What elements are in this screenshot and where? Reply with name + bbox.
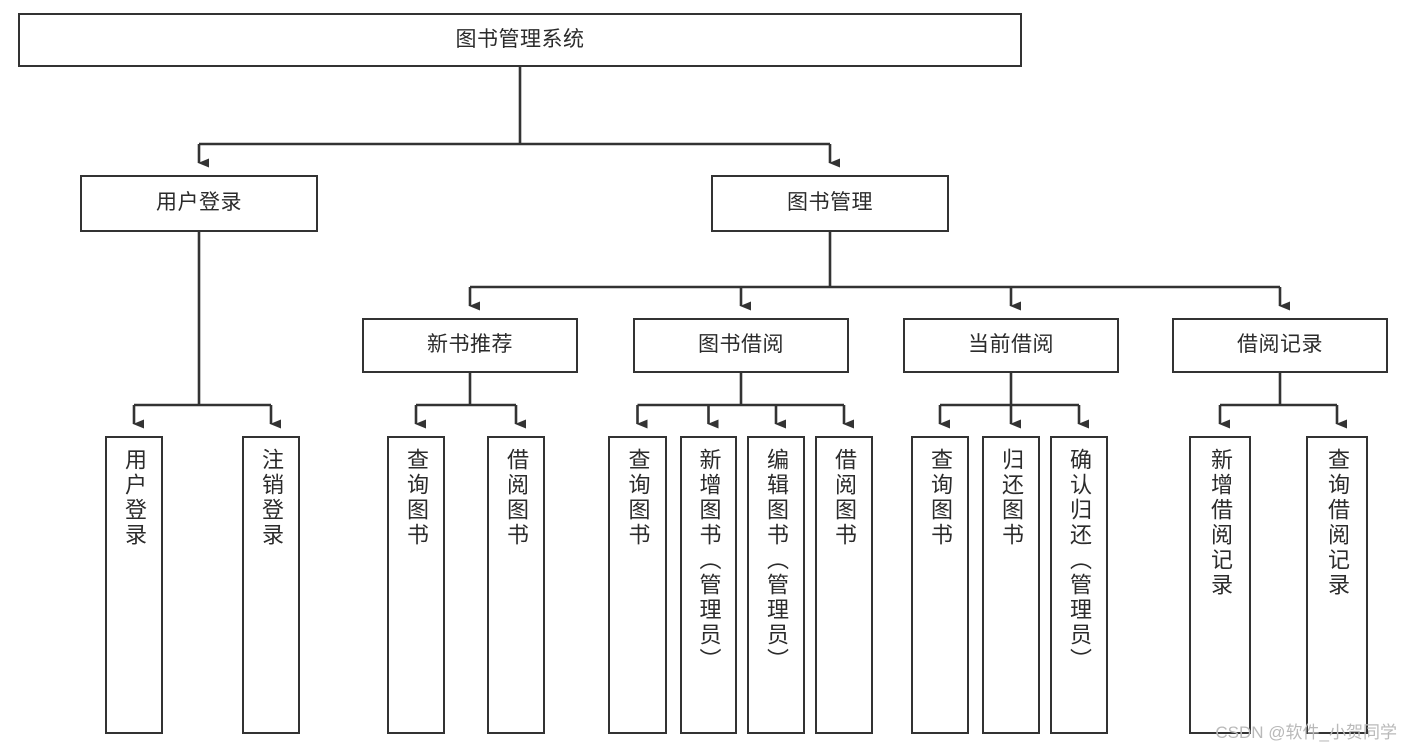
node-borrow[interactable]: 图书借阅: [633, 318, 849, 373]
node-label: 查询图书: [404, 448, 429, 548]
node-leaf11[interactable]: 确认归还（管理员）: [1050, 436, 1108, 734]
node-label: 图书管理: [787, 191, 873, 215]
node-leaf7[interactable]: 编辑图书（管理员）: [747, 436, 805, 734]
node-leaf1[interactable]: 用户登录: [105, 436, 163, 734]
node-label: 图书借阅: [698, 333, 784, 357]
node-label: 用户登录: [156, 191, 242, 215]
node-label: 图书管理系统: [455, 27, 585, 51]
node-newbook[interactable]: 新书推荐: [362, 318, 578, 373]
node-label: 借阅图书: [832, 448, 857, 548]
node-label: 当前借阅: [968, 333, 1054, 357]
node-label: 新增借阅记录: [1208, 448, 1233, 598]
node-label: 注销登录: [259, 448, 284, 548]
node-label: 编辑图书（管理员）: [764, 448, 789, 673]
node-label: 查询借阅记录: [1325, 448, 1350, 598]
node-label: 查询图书: [625, 448, 651, 548]
node-label: 查询图书: [928, 448, 953, 548]
node-label: 新增图书（管理员）: [696, 448, 722, 673]
node-leaf10[interactable]: 归还图书: [982, 436, 1040, 734]
csdn-watermark: CSDN @软件_小贺同学: [1215, 723, 1397, 742]
node-leaf13[interactable]: 查询借阅记录: [1306, 436, 1368, 734]
node-label: 借阅图书: [504, 448, 529, 548]
node-label: 借阅记录: [1237, 333, 1323, 357]
node-leaf9[interactable]: 查询图书: [911, 436, 969, 734]
node-login[interactable]: 用户登录: [80, 175, 318, 232]
node-label: 用户登录: [122, 448, 147, 548]
node-leaf12[interactable]: 新增借阅记录: [1189, 436, 1251, 734]
node-label: 归还图书: [999, 448, 1024, 548]
node-bookmgmt[interactable]: 图书管理: [711, 175, 949, 232]
node-leaf4[interactable]: 借阅图书: [487, 436, 545, 734]
node-leaf5[interactable]: 查询图书: [608, 436, 667, 734]
node-current[interactable]: 当前借阅: [903, 318, 1119, 373]
node-leaf2[interactable]: 注销登录: [242, 436, 300, 734]
node-leaf8[interactable]: 借阅图书: [815, 436, 873, 734]
node-records[interactable]: 借阅记录: [1172, 318, 1388, 373]
node-root[interactable]: 图书管理系统: [18, 13, 1022, 67]
node-leaf3[interactable]: 查询图书: [387, 436, 445, 734]
node-leaf6[interactable]: 新增图书（管理员）: [680, 436, 737, 734]
node-label: 确认归还（管理员）: [1067, 448, 1092, 673]
node-label: 新书推荐: [427, 333, 513, 357]
